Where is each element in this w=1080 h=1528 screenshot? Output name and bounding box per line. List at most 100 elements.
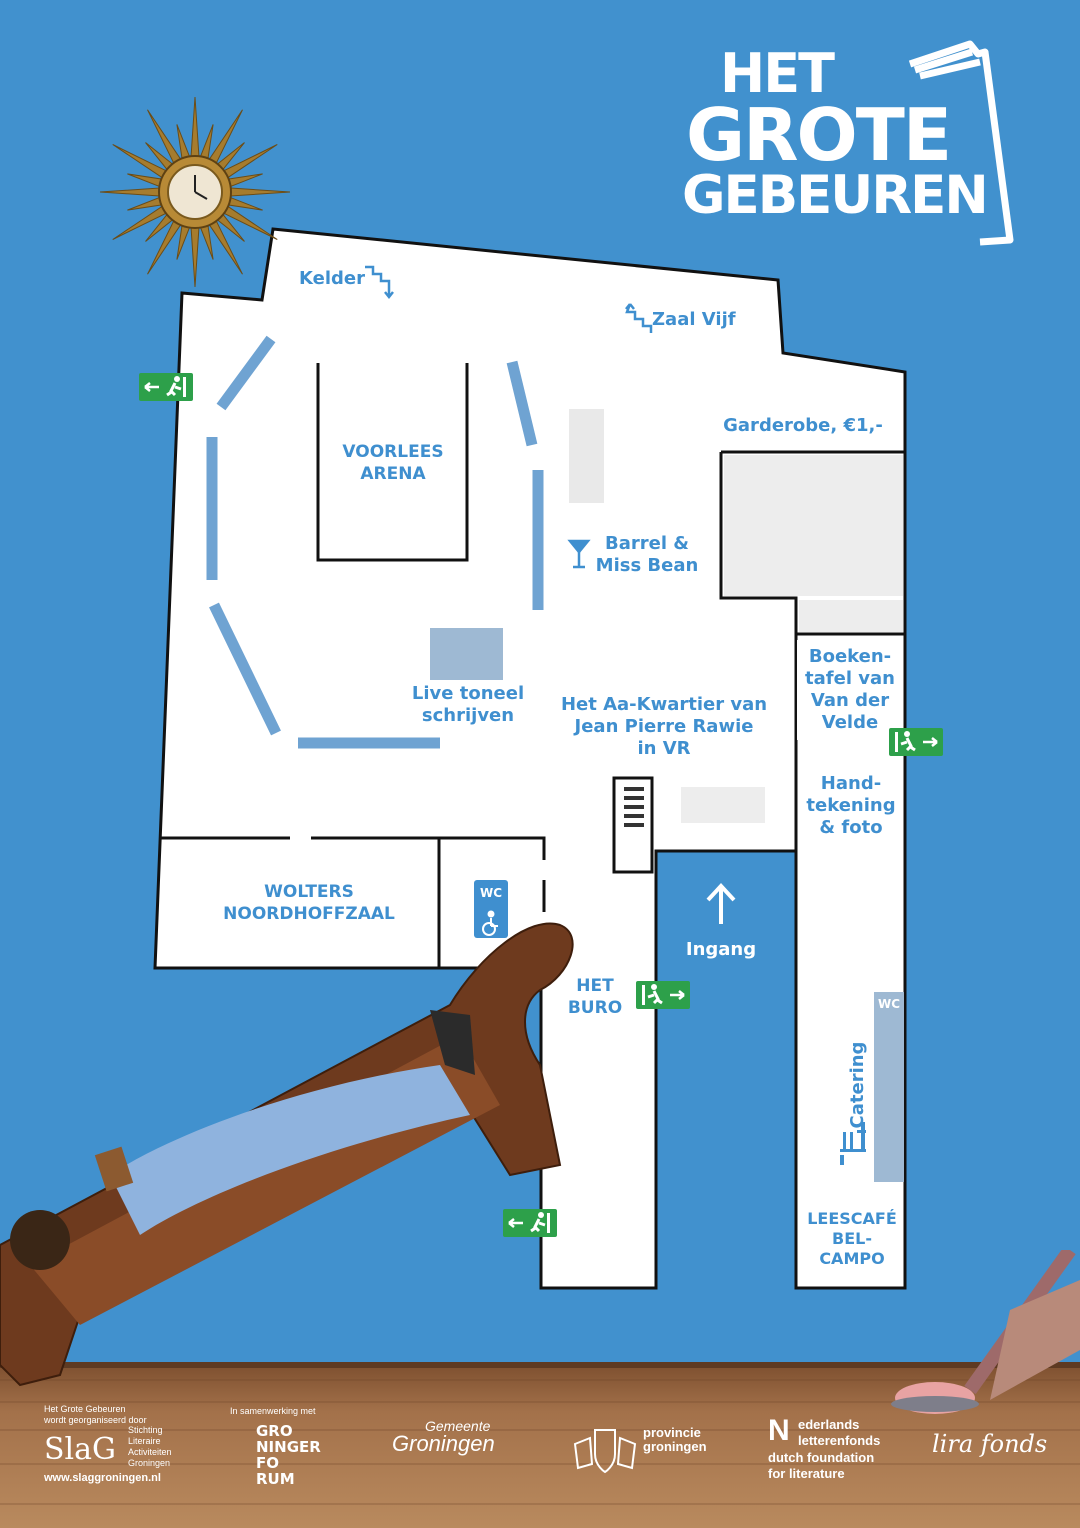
label-zaal-vijf: Zaal Vijf <box>652 309 736 330</box>
groninger-forum-logo: GRO NINGER FO RUM <box>256 1423 321 1487</box>
gemeente-bottom: Groningen <box>392 1431 495 1456</box>
logo-line-het: HET <box>720 42 835 105</box>
footer-line: FO <box>256 1454 279 1472</box>
label-voorlees-arena: VOORLEES ARENA <box>328 441 458 485</box>
clock-ray <box>147 218 183 275</box>
partner-intro: In samenwerking met <box>230 1406 316 1416</box>
label-ingang: Ingang <box>685 939 757 960</box>
arrow-up-icon <box>706 883 736 924</box>
clock-ray <box>190 96 200 159</box>
footer-line: Groningen <box>128 1458 171 1468</box>
label-aa-kwartier: Het Aa-Kwartier van Jean Pierre Rawie in… <box>548 694 780 760</box>
footer-line: RUM <box>256 1470 295 1488</box>
clock-ray <box>99 187 162 197</box>
clock-ray <box>207 109 243 166</box>
footer-line: provincie <box>643 1425 701 1440</box>
vr-zone <box>681 787 765 823</box>
clock-ray <box>199 222 214 260</box>
clock-ray <box>127 173 165 188</box>
organizer-text: Het Grote Gebeuren wordt georganiseerd d… <box>44 1404 194 1426</box>
emergency-exit-icon <box>139 373 193 401</box>
label-wc: WC <box>479 886 503 900</box>
gemeente-top: Gemeente <box>425 1418 491 1434</box>
emergency-exit-icon <box>636 981 690 1009</box>
stairs-icon <box>365 265 394 300</box>
clock-ray <box>176 124 191 162</box>
label-line: ARENA <box>360 464 426 484</box>
clock-ray <box>147 109 183 166</box>
footer-line: NINGER <box>256 1438 321 1456</box>
label-line: tekening <box>806 795 896 816</box>
label-wolters: WOLTERS NOORDHOFFZAAL <box>206 881 412 925</box>
clock-ray <box>199 124 214 162</box>
label-line: Velde <box>821 712 879 733</box>
label-line: Van der <box>810 690 890 711</box>
label-line: BURO <box>567 998 623 1018</box>
label-line: BEL- <box>832 1229 872 1248</box>
fork-knife-icon <box>840 1122 866 1165</box>
footer-line: wordt georganiseerd door <box>44 1415 147 1425</box>
provincie-text: provincie groningen <box>643 1426 707 1454</box>
clock-ray <box>225 173 263 188</box>
logo-line-gebeuren: GEBEUREN <box>682 165 989 226</box>
label-catering: Catering <box>847 1041 868 1129</box>
clock-ray <box>228 187 291 197</box>
label-line: HET <box>576 976 614 996</box>
footer-line: Stichting <box>128 1425 163 1435</box>
footer-line: for literature <box>768 1466 845 1481</box>
label-line: NOORDHOFFZAAL <box>223 904 395 924</box>
slag-lines: Stichting Literaire Activiteiten Groning… <box>128 1425 198 1469</box>
footer-line: ederlands <box>798 1417 860 1432</box>
vacuum-cleaner-illustration <box>891 1250 1080 1414</box>
footer-line: GRO <box>256 1422 293 1440</box>
sofa-illustration <box>0 922 574 1387</box>
label-line: Hand- <box>820 773 882 794</box>
label-line: Jean Pierre Rawie <box>574 716 754 737</box>
label-line: & foto <box>819 817 883 838</box>
clock-ray <box>112 144 169 180</box>
wc-sign <box>474 880 508 938</box>
label-garderobe: Garderobe, €1,- <box>723 415 883 436</box>
emergency-exit-icon <box>889 728 943 756</box>
label-line: in VR <box>637 738 691 759</box>
label-live-toneel: Live toneel schrijven <box>405 683 531 727</box>
label-line: Miss Bean <box>595 555 699 576</box>
slag-url[interactable]: www.slaggroningen.nl <box>44 1472 161 1484</box>
nlf-text-bottom: dutch foundation for literature <box>768 1450 874 1482</box>
nlf-initial: N <box>768 1414 790 1447</box>
footer-line: Activiteiten <box>128 1447 172 1457</box>
emergency-exit-icon <box>503 1209 557 1237</box>
wheelchair-icon <box>482 910 498 936</box>
footer-line: Het Grote Gebeuren <box>44 1404 126 1414</box>
cocktail-glass-icon <box>567 539 591 569</box>
label-handtekening: Hand- tekening & foto <box>800 773 902 839</box>
label-wc-catering: WC <box>877 997 901 1011</box>
label-line: WOLTERS <box>264 882 354 902</box>
label-line: schrijven <box>421 705 515 726</box>
label-line: LEESCAFÉ <box>807 1209 897 1228</box>
bar-counter <box>569 409 604 503</box>
label-line: Barrel & <box>605 533 689 554</box>
label-line: VOORLEES <box>342 442 444 462</box>
clock-ray <box>221 204 278 240</box>
clock-ray <box>112 204 169 240</box>
label-het-buro: HET BURO <box>550 975 640 1019</box>
label-boekentafel: Boeken- tafel van Van der Velde <box>800 646 900 734</box>
nlf-text-top: ederlands letterenfonds <box>798 1417 880 1449</box>
clock-ray <box>221 144 278 180</box>
footer-line: dutch foundation <box>768 1450 875 1465</box>
clock-icon <box>99 96 291 288</box>
stairs-icon <box>625 303 653 333</box>
clock-ray <box>176 222 191 260</box>
label-line: Boeken- <box>808 646 892 667</box>
clock-ray <box>225 196 263 211</box>
label-leescafe: LEESCAFÉ BEL- CAMPO <box>800 1209 904 1269</box>
label-line: CAMPO <box>819 1249 885 1268</box>
catering-wc-block <box>874 992 904 1182</box>
lira-fonds-logo: lira fonds <box>932 1430 1048 1458</box>
footer-line: groningen <box>643 1439 707 1454</box>
label-line: Live toneel <box>411 683 525 704</box>
logo: HET GROTE GEBEUREN <box>680 40 1040 250</box>
